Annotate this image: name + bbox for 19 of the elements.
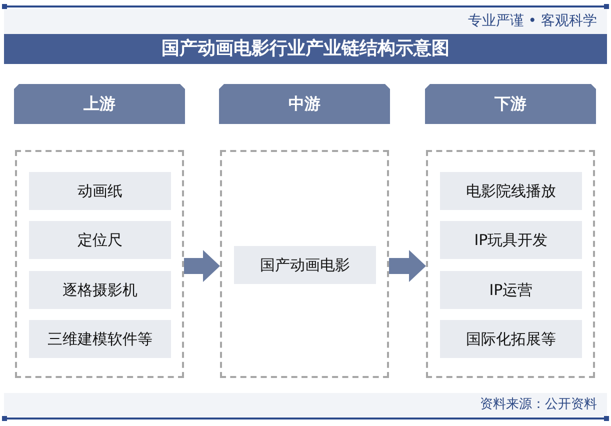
column-header: 上游 [14, 84, 185, 124]
column-header: 中游 [219, 84, 390, 124]
item-box: 三维建模软件等 [29, 320, 171, 358]
source-note: 资料来源：公开资料 [480, 396, 597, 414]
dashed-group-box [15, 150, 184, 378]
item-box: 电影院线播放 [440, 172, 582, 210]
item-box: 动画纸 [29, 172, 171, 210]
item-box: 逐格摄影机 [29, 271, 171, 309]
item-box: 国产动画电影 [234, 246, 376, 284]
arrow [184, 250, 220, 282]
dashed-group-box [426, 150, 595, 378]
column-header: 下游 [425, 84, 596, 124]
item-box: 国际化拓展等 [440, 320, 582, 358]
title-banner: 国产动画电影行业产业链结构示意图 [4, 34, 607, 64]
dashed-group-box [220, 150, 389, 378]
item-box: IP玩具开发 [440, 221, 582, 259]
item-box: IP运营 [440, 271, 582, 309]
slogan-text: 专业严谨 • 客观科学 [468, 12, 597, 31]
item-box: 定位尺 [29, 221, 171, 259]
